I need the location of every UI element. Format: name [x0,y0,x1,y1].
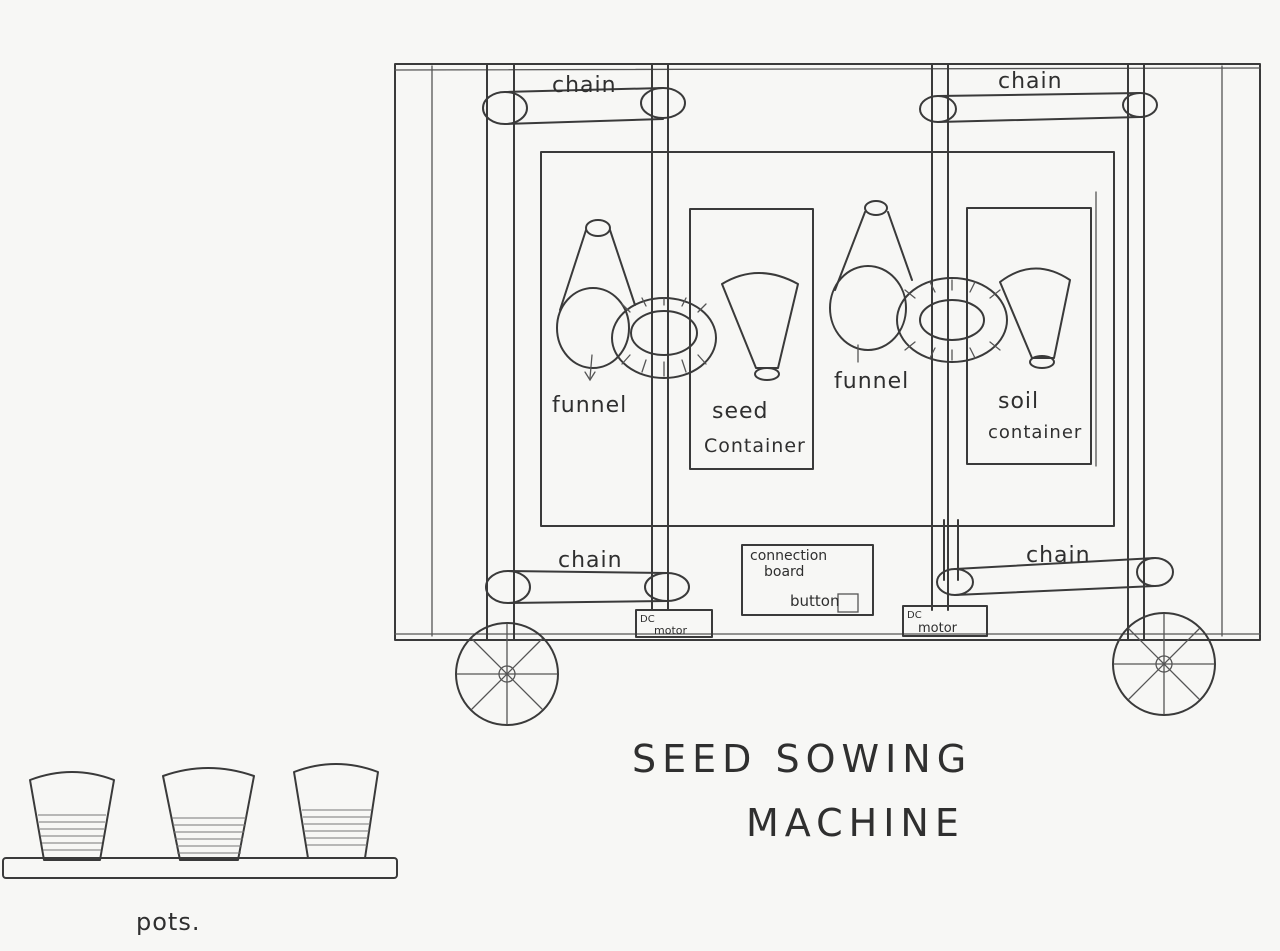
bottom-left-chain [485,570,690,604]
label-chain-top-right: chain [998,69,1063,94]
label-connection-line1: connection [750,548,827,564]
label-chain-bottom-right: chain [1026,543,1091,568]
label-dc-motor-right-line2: motor [918,621,958,636]
top-right-chain [919,92,1158,123]
top-left-chain [482,87,686,125]
machine-frame [394,63,1261,641]
label-dc-motor-left-line1: DC [640,614,655,625]
label-chain-top-left: chain [552,73,617,98]
right-gear [896,277,1008,363]
left-wheel [455,622,559,726]
dc-motor-left [635,609,713,638]
inner-panel [540,151,1115,527]
pot [293,763,379,859]
label-seed-container-line2: Container [704,435,806,457]
label-funnel-right: funnel [834,369,909,394]
label-soil-container-line2: container [988,422,1082,443]
right-wheel [1112,612,1216,716]
soil-container [966,191,1097,467]
connection-board [741,544,874,616]
label-dc-motor-right-line1: DC [907,610,922,621]
label-soil-container-line1: soil [998,389,1039,414]
pots-group [2,763,398,879]
pot [162,767,255,861]
label-funnel-left: funnel [552,393,627,418]
bottom-right-chain [936,557,1174,596]
pot-shelf [2,857,398,879]
right-funnel [829,200,913,363]
label-connection-line3: button [790,592,839,610]
left-gear [611,297,717,379]
label-pots: pots. [136,908,200,936]
title-line2: MACHINE [746,801,965,845]
left-funnel [556,219,636,382]
seed-container [689,208,814,470]
label-dc-motor-left-line2: motor [654,624,687,637]
title-line1: SEED SOWING [632,737,972,781]
label-chain-bottom-left: chain [558,548,623,573]
dc-motor-right [902,605,988,637]
pot [29,771,115,861]
drive-shafts [651,63,959,611]
label-seed-container-line1: seed [712,399,769,424]
label-connection-line2: board [764,564,804,580]
